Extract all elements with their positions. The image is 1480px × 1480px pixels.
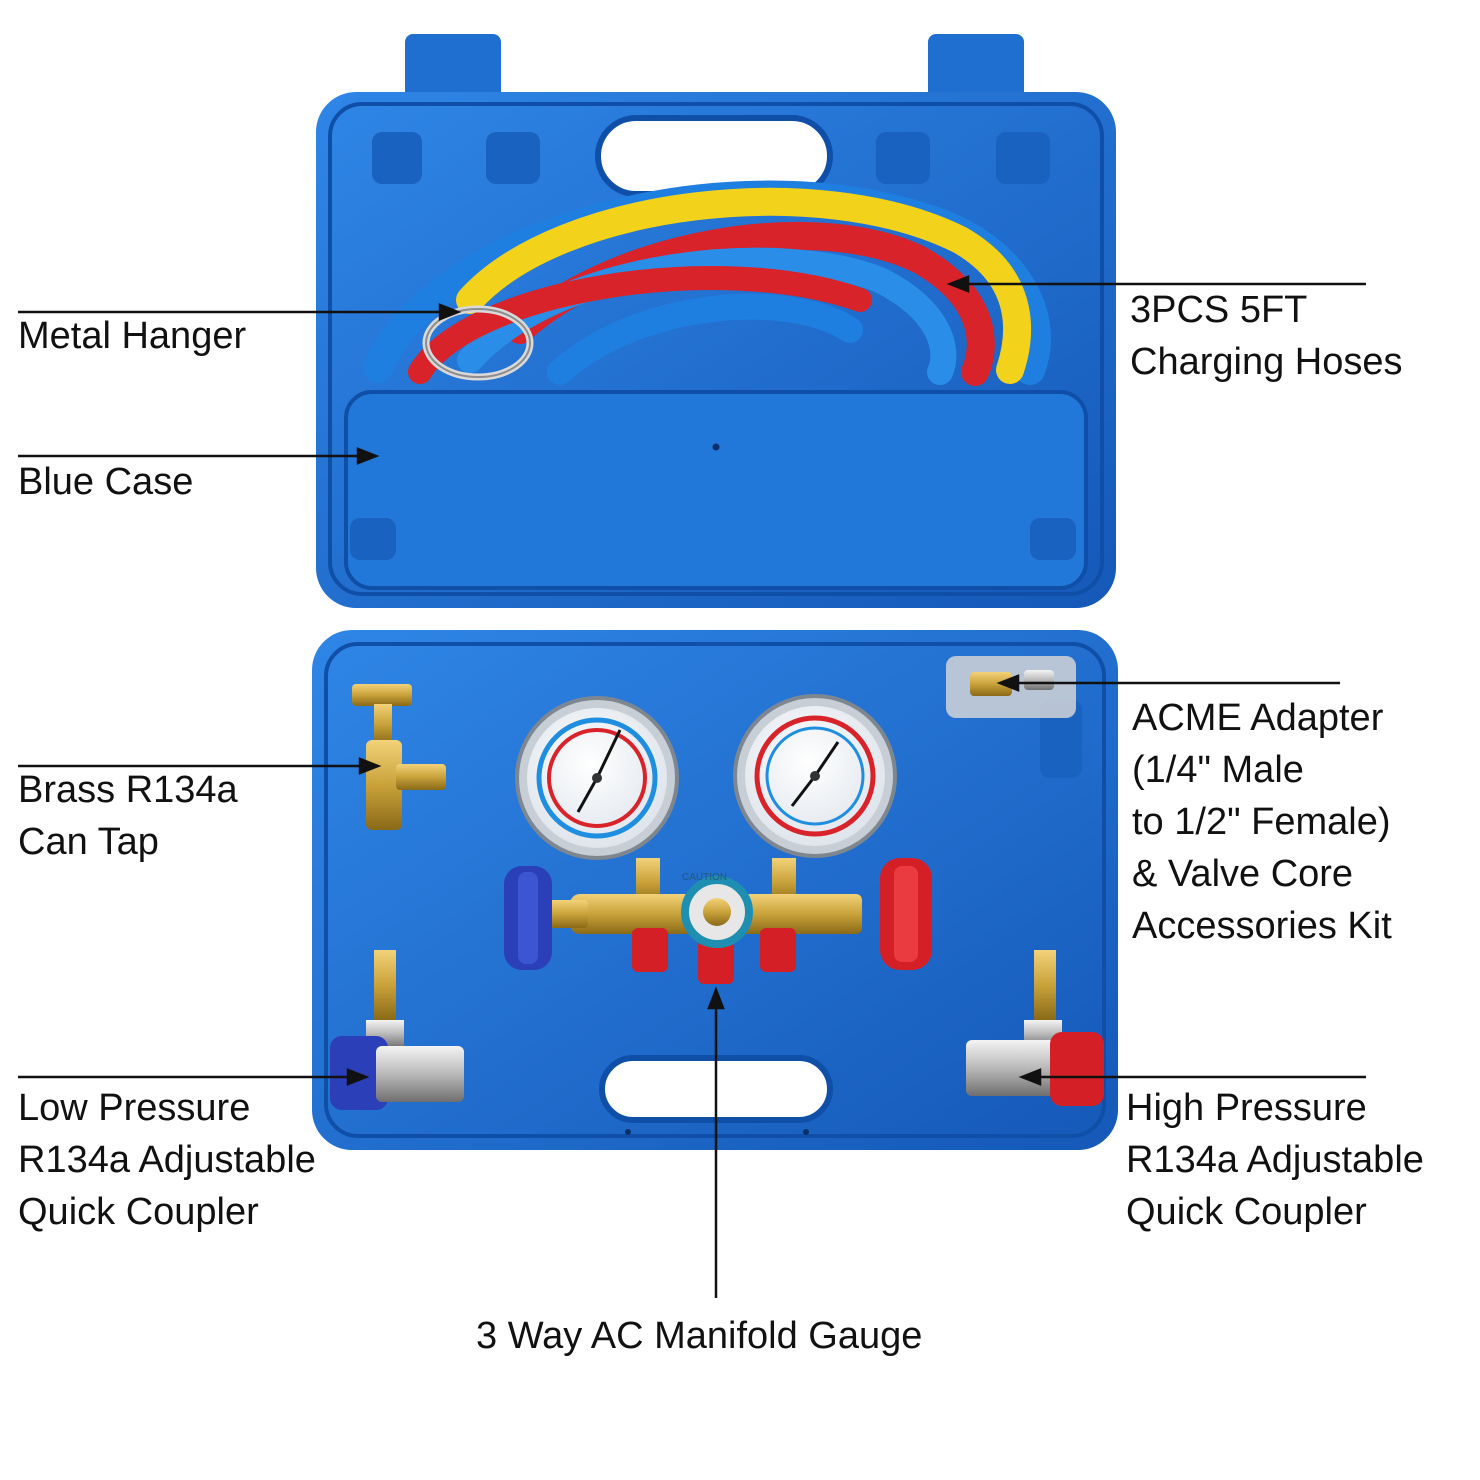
label-line: Charging Hoses <box>1130 341 1403 383</box>
label-low-pressure-coupler: Low Pressure R134a Adjustable Quick Coup… <box>18 1082 316 1238</box>
label-manifold-gauge: 3 Way AC Manifold Gauge <box>476 1310 922 1362</box>
label-high-pressure-coupler: High Pressure R134a Adjustable Quick Cou… <box>1126 1082 1424 1238</box>
label-line: Low Pressure <box>18 1087 251 1129</box>
high-pressure-gauge <box>733 694 897 858</box>
brass-can-tap <box>352 684 446 830</box>
label-line: Quick Coupler <box>1126 1191 1367 1233</box>
label-line: ACME Adapter <box>1132 697 1384 739</box>
manifold-body <box>548 858 862 984</box>
label-line: Accessories Kit <box>1132 905 1392 947</box>
label-charging-hoses: 3PCS 5FT Charging Hoses <box>1130 284 1402 388</box>
label-line: R134a Adjustable <box>1126 1139 1424 1181</box>
high-side-knob <box>880 858 932 970</box>
label-line: (1/4" Male <box>1132 749 1304 791</box>
label-blue-case: Blue Case <box>18 456 193 508</box>
label-acme-adapter: ACME Adapter (1/4" Male to 1/2" Female) … <box>1132 692 1392 952</box>
label-line: Metal Hanger <box>18 315 247 357</box>
label-metal-hanger: Metal Hanger <box>18 310 246 362</box>
label-line: to 1/2" Female) <box>1132 801 1391 843</box>
label-line: Quick Coupler <box>18 1191 259 1233</box>
label-line: R134a Adjustable <box>18 1139 316 1181</box>
charging-hoses <box>363 180 1051 386</box>
label-line: Blue Case <box>18 461 194 503</box>
label-line: High Pressure <box>1126 1087 1367 1129</box>
low-pressure-gauge <box>515 696 679 860</box>
low-side-knob <box>504 866 552 970</box>
label-brass-can-tap: Brass R134a Can Tap <box>18 764 238 868</box>
callout-lines <box>18 275 1366 1298</box>
label-line: 3 Way AC Manifold Gauge <box>476 1315 923 1357</box>
high-side-coupler <box>966 950 1104 1106</box>
label-line: 3PCS 5FT <box>1130 289 1308 331</box>
label-line: & Valve Core <box>1132 853 1354 895</box>
manifold-caution-text: CAUTION <box>682 872 727 883</box>
hinge-tabs <box>405 34 1024 106</box>
label-line: Brass R134a <box>18 769 238 811</box>
metal-hanger-ring <box>422 305 534 381</box>
label-line: Can Tap <box>18 821 159 863</box>
